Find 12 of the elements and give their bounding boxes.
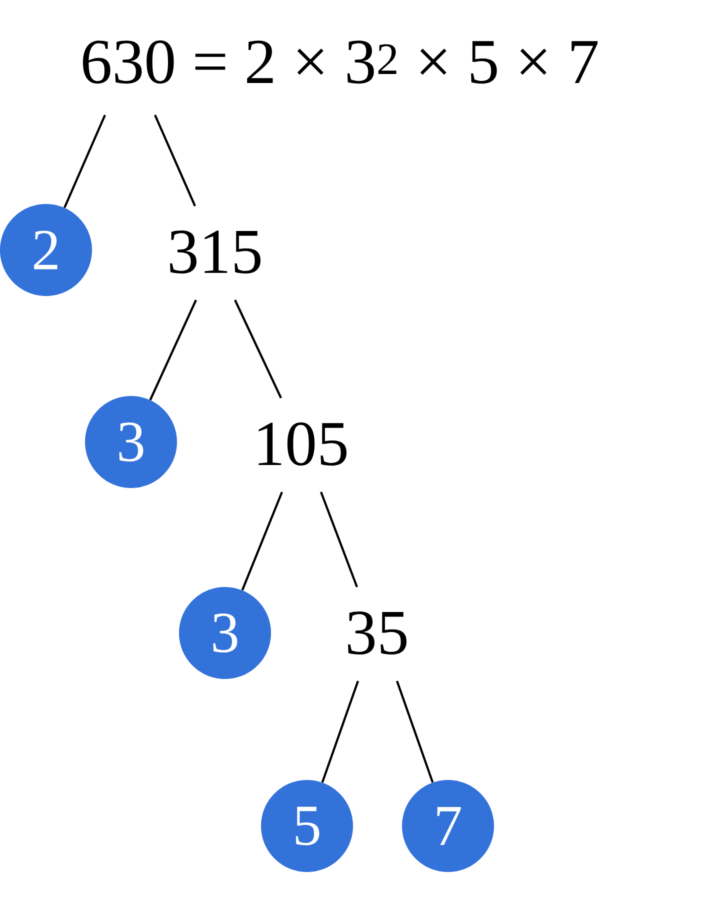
composite-number: 105 [258, 422, 346, 466]
factorization-equation: 630 = 2 × 3$^{2}$ × 5 × 7 [82, 40, 598, 84]
tree-branch [320, 492, 358, 588]
tree-branch [321, 680, 360, 783]
tree-branch [64, 114, 106, 208]
tree-branch [241, 492, 284, 591]
tree-branch [154, 114, 196, 206]
composite-number: 35 [348, 612, 406, 654]
tree-branch [234, 300, 282, 398]
tree-branch [149, 300, 197, 400]
composite-number: 315 [170, 230, 260, 274]
tree-branch [396, 680, 434, 783]
